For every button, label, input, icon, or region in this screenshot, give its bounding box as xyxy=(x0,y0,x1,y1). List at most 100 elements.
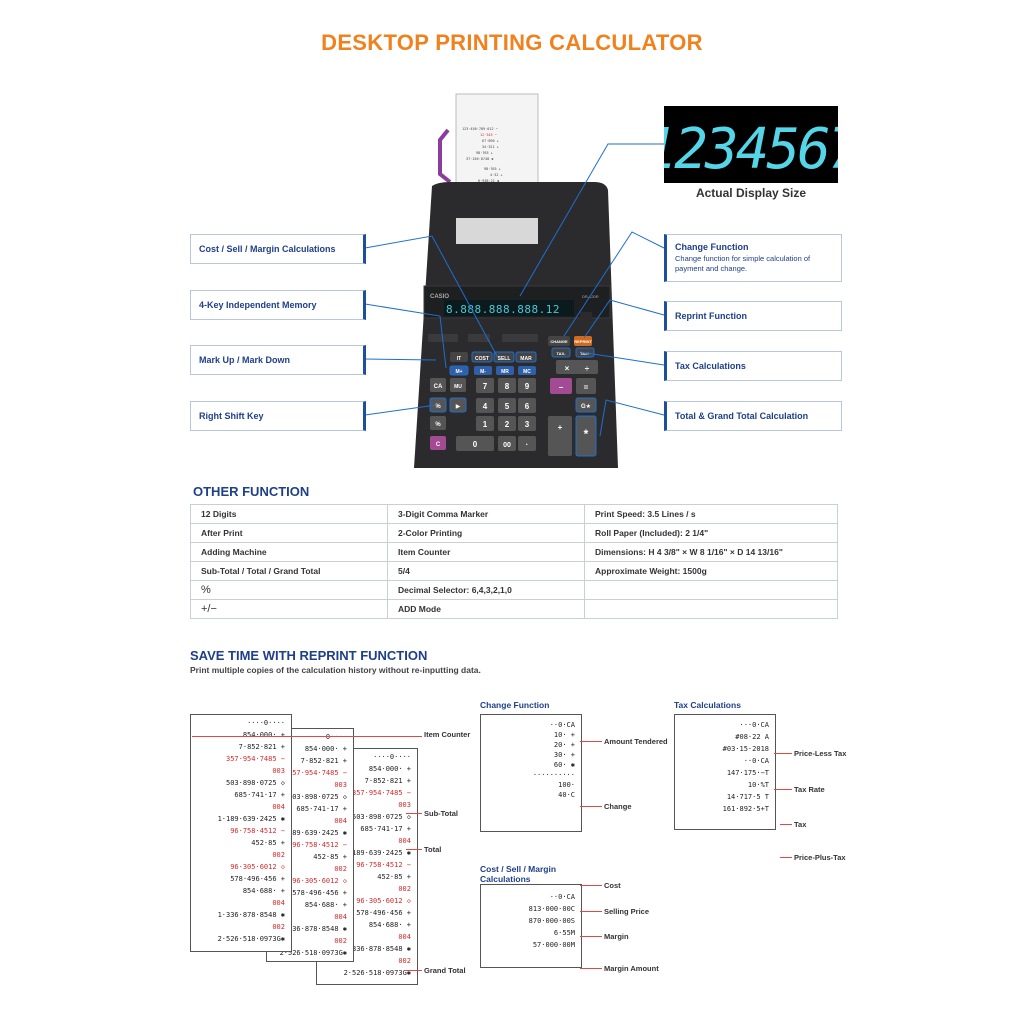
tape-line: 503·898·0725 ◇ xyxy=(287,793,347,801)
tape-line: 578·496·456 + xyxy=(230,875,285,883)
svg-text:6·938·21 ✱: 6·938·21 ✱ xyxy=(478,179,500,183)
tape-line: 357·954·7485 − xyxy=(225,755,285,763)
reprint-heading: SAVE TIME WITH REPRINT FUNCTION xyxy=(190,648,428,663)
tape-line: 870·000·00S xyxy=(528,917,575,925)
tape-line: 161·892·5+T xyxy=(722,805,769,813)
svg-text:98·765 +: 98·765 + xyxy=(476,151,493,155)
tape-line: 004 xyxy=(272,899,285,907)
tape-line: 20· + xyxy=(553,741,575,749)
tape-line: 30· + xyxy=(553,751,575,759)
tape-line: 2·526·518·0973G✱ xyxy=(279,949,347,957)
tape-line: 685·741·17 + xyxy=(234,791,285,799)
tape-copy-1: ····0····854·000· +7·852·821 +357·954·74… xyxy=(190,714,292,952)
paper-arm xyxy=(438,128,452,184)
calculator-illustration: 123·456·789·012 −12·345 − 67·890 +34·321… xyxy=(414,93,618,468)
svg-text:8: 8 xyxy=(505,382,510,391)
tape-line: 503·898·0725 ◇ xyxy=(351,813,411,821)
tape-line: 1·189·639·2425 ✱ xyxy=(217,815,285,823)
tape-line: 1·336·878·8548 ✱ xyxy=(217,911,285,919)
tape-line: 004 xyxy=(272,803,285,811)
svg-text:·: · xyxy=(526,440,529,449)
svg-text:SELL: SELL xyxy=(498,356,511,362)
tape-line: 2·526·518·0973G✱ xyxy=(217,935,285,943)
tape-line: 452·85 + xyxy=(313,853,347,861)
tape-line: 004 xyxy=(398,837,411,845)
svg-text:MAR: MAR xyxy=(520,356,532,362)
actual-display-panel: 1234567 xyxy=(643,106,865,183)
tape-line: 813·000·00C xyxy=(528,905,575,913)
tape-line: #03·15·2018 xyxy=(722,745,769,753)
tape-line: 003 xyxy=(272,767,285,775)
callout-markup: Mark Up / Mark Down xyxy=(190,345,366,375)
callout-right-shift: Right Shift Key xyxy=(190,401,366,431)
tape-line: 003 xyxy=(334,781,347,789)
tape-line: 1·189·639·2425 ✱ xyxy=(279,829,347,837)
tape-line: 002 xyxy=(398,885,411,893)
tape-line: 854·000· + xyxy=(242,731,285,739)
svg-text:REPRINT: REPRINT xyxy=(574,339,592,344)
callout-tax: Tax Calculations xyxy=(664,351,842,381)
svg-text:%: % xyxy=(435,404,441,410)
tape-line: 004 xyxy=(398,933,411,941)
tape-line: 7·852·821 + xyxy=(238,743,285,751)
svg-text:MC: MC xyxy=(523,369,531,375)
tape-line: 7·852·821 + xyxy=(364,777,411,785)
callout-memory: 4-Key Independent Memory xyxy=(190,290,366,320)
tape-line: 60· ✱ xyxy=(553,761,575,769)
svg-text:M+: M+ xyxy=(455,369,462,375)
label-price-less-tax: Price-Less Tax xyxy=(794,749,847,758)
svg-text:CHANGE: CHANGE xyxy=(550,339,568,344)
label-total: Total xyxy=(424,845,442,854)
svg-text:÷: ÷ xyxy=(585,364,590,373)
tape-line: 96·305·6012 ◇ xyxy=(292,877,347,885)
svg-text:=: = xyxy=(584,383,589,392)
label-margin-amount: Margin Amount xyxy=(604,964,659,973)
tape-line: ··0·CA xyxy=(743,757,769,765)
tape-line: 40·C xyxy=(558,791,575,799)
tape-line: ··0·CA xyxy=(549,721,575,729)
reprint-subtitle: Print multiple copies of the calculation… xyxy=(190,665,481,675)
printer-window xyxy=(456,218,538,244)
table-row: +/−ADD Mode xyxy=(190,599,838,619)
tape-line: 96·758·4512 − xyxy=(356,861,411,869)
seven-segment-display: 1234567 xyxy=(643,117,864,182)
tape-line: 96·758·4512 − xyxy=(292,841,347,849)
tape-line: 002 xyxy=(272,923,285,931)
svg-text:5: 5 xyxy=(505,402,510,411)
tape-line: ····0···· xyxy=(373,753,411,761)
tape-line: 10·%T xyxy=(747,781,769,789)
tape-line: 357·954·7485 − xyxy=(287,769,347,777)
tape-line: 002 xyxy=(272,851,285,859)
tape-line: 854·688· + xyxy=(304,901,347,909)
tape-line: 14·717·5 T xyxy=(726,793,769,801)
svg-text:1: 1 xyxy=(483,420,488,429)
label-grand-total: Grand Total xyxy=(424,966,466,975)
tape-line: 96·305·6012 ◇ xyxy=(230,863,285,871)
label-change: Change xyxy=(604,802,632,811)
tape-line: 578·496·456 + xyxy=(292,889,347,897)
svg-text:%: % xyxy=(435,422,441,428)
tape-line: 854·000· + xyxy=(368,765,411,773)
label-selling-price: Selling Price xyxy=(604,907,650,916)
tape-line: ··0·CA xyxy=(549,893,575,901)
svg-text:G★: G★ xyxy=(581,403,591,410)
svg-text:98·765 +: 98·765 + xyxy=(484,167,501,171)
leader-lines xyxy=(364,143,665,437)
svg-text:00: 00 xyxy=(503,442,511,449)
svg-text:TAX-: TAX- xyxy=(556,351,566,356)
svg-text:M-: M- xyxy=(480,369,486,375)
tape-line: 1·189·639·2425 ✱ xyxy=(343,849,411,857)
svg-text:3: 3 xyxy=(525,420,530,429)
calculator-body xyxy=(414,182,618,468)
tape-line: 004 xyxy=(334,817,347,825)
svg-text:▶: ▶ xyxy=(456,404,461,410)
tape-line: 004 xyxy=(334,913,347,921)
svg-text:37·150·0748 ✱: 37·150·0748 ✱ xyxy=(466,157,494,161)
page-title: DESKTOP PRINTING CALCULATOR xyxy=(321,30,703,55)
label-price-plus-tax: Price-Plus-Tax xyxy=(794,853,846,862)
